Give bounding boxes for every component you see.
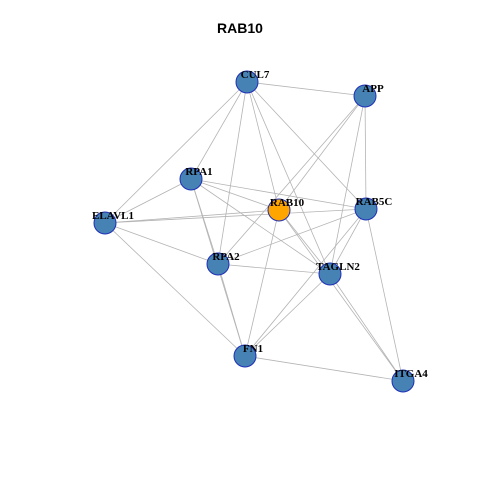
node-label-rab10: RAB10 xyxy=(270,197,305,209)
node-label-fn1: FN1 xyxy=(243,343,263,355)
edge-rpa1-rab5c xyxy=(190,178,367,210)
node-app[interactable] xyxy=(353,84,377,108)
edge-cul7-rpa1 xyxy=(190,81,248,180)
node-elavl1[interactable] xyxy=(93,211,117,235)
edge-cul7-rab5c xyxy=(246,81,367,210)
nodes-layer xyxy=(93,70,415,393)
edge-tagln2-fn1 xyxy=(244,273,331,357)
edge-rab5c-elavl1 xyxy=(104,208,367,224)
edge-fn1-rab5c xyxy=(244,208,367,357)
edge-cul7-tagln2 xyxy=(246,81,331,275)
node-label-elavl1: ELAVL1 xyxy=(92,210,134,222)
node-label-rpa2: RPA2 xyxy=(212,251,240,263)
edge-elavl1-fn1 xyxy=(104,222,246,357)
edge-rpa1-elavl1 xyxy=(104,178,192,224)
node-label-tagln2: TAGLN2 xyxy=(316,261,360,273)
node-rab10[interactable] xyxy=(267,198,291,222)
edge-tagln2-itga4 xyxy=(329,273,404,382)
edge-cul7-app xyxy=(246,81,366,97)
edge-rab5c-rpa2 xyxy=(217,208,367,265)
node-label-rpa1: RPA1 xyxy=(185,166,212,178)
edge-elavl1-rpa2 xyxy=(104,222,219,265)
node-rpa2[interactable] xyxy=(206,252,230,276)
node-label-app: APP xyxy=(362,83,384,95)
node-label-itga4: ITGA4 xyxy=(394,368,428,380)
edge-app-rab5c xyxy=(364,95,367,210)
edge-rpa1-tagln2 xyxy=(190,178,331,275)
node-rpa1[interactable] xyxy=(179,167,203,191)
edge-app-rab10 xyxy=(278,95,366,211)
edges-layer xyxy=(104,81,404,382)
edge-rab5c-itga4 xyxy=(365,208,404,382)
edge-rpa1-rab10 xyxy=(190,178,280,211)
edge-cul7-elavl1 xyxy=(104,81,248,224)
edge-rab5c-tagln2 xyxy=(329,208,367,275)
edge-cul7-rpa2 xyxy=(217,81,248,265)
edge-rab10-elavl1 xyxy=(104,209,280,224)
node-rab5c[interactable] xyxy=(354,197,378,221)
node-label-cul7: CUL7 xyxy=(241,69,270,81)
edge-rpa2-fn1 xyxy=(217,263,246,357)
node-itga4[interactable] xyxy=(391,369,415,393)
edge-fn1-itga4 xyxy=(244,355,404,382)
node-cul7[interactable] xyxy=(235,70,259,94)
edge-rab10-fn1 xyxy=(244,209,280,357)
node-label-rab5c: RAB5C xyxy=(356,196,393,208)
edge-app-rpa2 xyxy=(217,95,366,265)
graph-title: RAB10 xyxy=(217,20,263,36)
edge-app-tagln2 xyxy=(329,95,366,275)
edge-cul7-rab10 xyxy=(246,81,280,211)
edge-rpa2-tagln2 xyxy=(217,263,331,275)
node-fn1[interactable] xyxy=(233,344,257,368)
edge-rab10-itga4 xyxy=(278,209,404,382)
node-tagln2[interactable] xyxy=(318,262,342,286)
